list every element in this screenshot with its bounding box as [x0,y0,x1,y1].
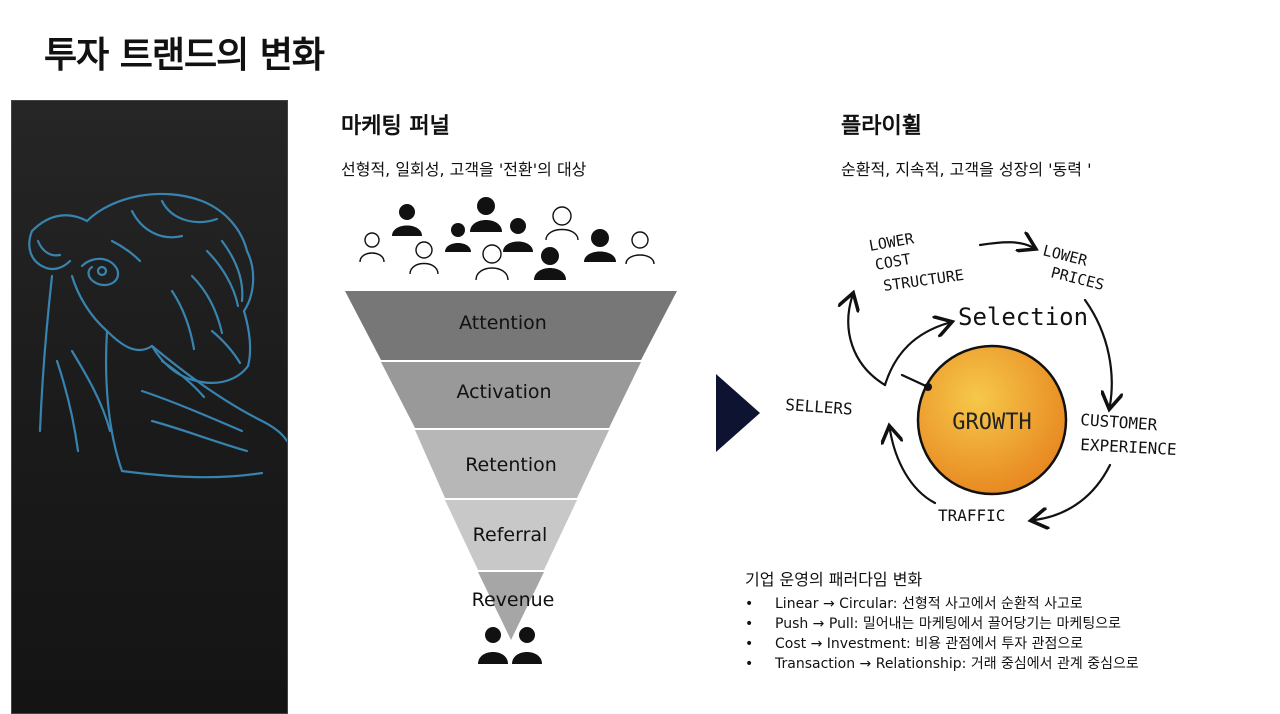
paradigm-item: Linear → Circular: 선형적 사고에서 순환적 사고로 [745,594,1139,614]
growth-label: GROWTH [952,410,1031,435]
page-title: 투자 트랜드의 변화 [44,35,325,76]
paradigm-item: Transaction → Relationship: 거래 중심에서 관계 중… [745,654,1139,674]
marketing-funnel: Attention Activation Retention Referral … [345,291,677,640]
person-icon [475,244,509,281]
person-icon [534,247,566,280]
paradigm-title: 기업 운영의 패러다임 변화 [745,570,923,589]
node-prices-line2: PRICES [1049,263,1106,294]
play-arrow-icon [716,374,760,452]
funnel-label-attention: Attention [459,312,547,334]
person-icon [359,232,385,263]
paradigm-item: Push → Pull: 밀어내는 마케팅에서 끌어당기는 마케팅으로 [745,614,1139,634]
connector-sellers-growth [900,373,930,389]
node-selection: Selection [958,303,1088,331]
funnel-label-activation: Activation [456,381,551,403]
funnel-label-retention: Retention [465,454,557,476]
camel-illustration [28,192,287,479]
flywheel-heading: 플라이휠 [841,114,922,139]
person-icon [392,204,422,236]
node-cost-line2: COST [874,250,913,274]
arrow-customer-to-traffic [1035,463,1112,520]
person-icon [409,241,439,275]
funnel-heading: 마케팅 퍼널 [341,114,450,139]
person-icon [470,197,502,232]
arrow-sellers-to-selection [883,323,948,387]
person-icon [584,229,616,262]
camel-illustration-panel [11,100,288,714]
node-sellers: SELLERS [785,395,854,419]
funnel-stage-retention [415,430,609,498]
node-traffic: TRAFFIC [938,506,1005,525]
person-icon [545,206,579,241]
funnel-stage-attention [345,291,677,360]
growth-circle [916,344,1068,496]
flywheel-diagram: GROWTH LOWER COST STRUCTURE LOWER PRICES… [785,229,1177,535]
people-group [359,197,655,281]
converted-customers [478,627,542,664]
person-icon [445,223,471,252]
node-customer-line1: CUSTOMER [1080,410,1159,434]
arrow-traffic-to-sellers [890,430,937,505]
funnel-label-referral: Referral [473,524,548,546]
node-customer-line2: EXPERIENCE [1080,435,1177,459]
flywheel-subheading: 순환적, 지속적, 고객을 성장의 '동력 ' [841,160,1092,179]
funnel-stage-activation [381,362,641,428]
paradigm-item: Cost → Investment: 비용 관점에서 투자 관점으로 [745,634,1139,654]
funnel-stage-referral [445,500,577,570]
funnel-subheading: 선형적, 일회성, 고객을 '전환'의 대상 [341,160,587,179]
person-icon [503,218,533,252]
paradigm-shift-list: 기업 운영의 패러다임 변화 Linear → Circular: 선형적 사고… [745,566,1139,674]
arrow-prices-to-customer [1083,298,1112,405]
person-icon [512,627,542,664]
person-icon [478,627,508,664]
arrow-cost-to-prices [978,242,1032,247]
funnel-stage-revenue [478,572,544,640]
funnel-label-revenue: Revenue [472,589,555,611]
person-icon [625,231,655,265]
arrow-sellers-to-cost [848,297,887,387]
